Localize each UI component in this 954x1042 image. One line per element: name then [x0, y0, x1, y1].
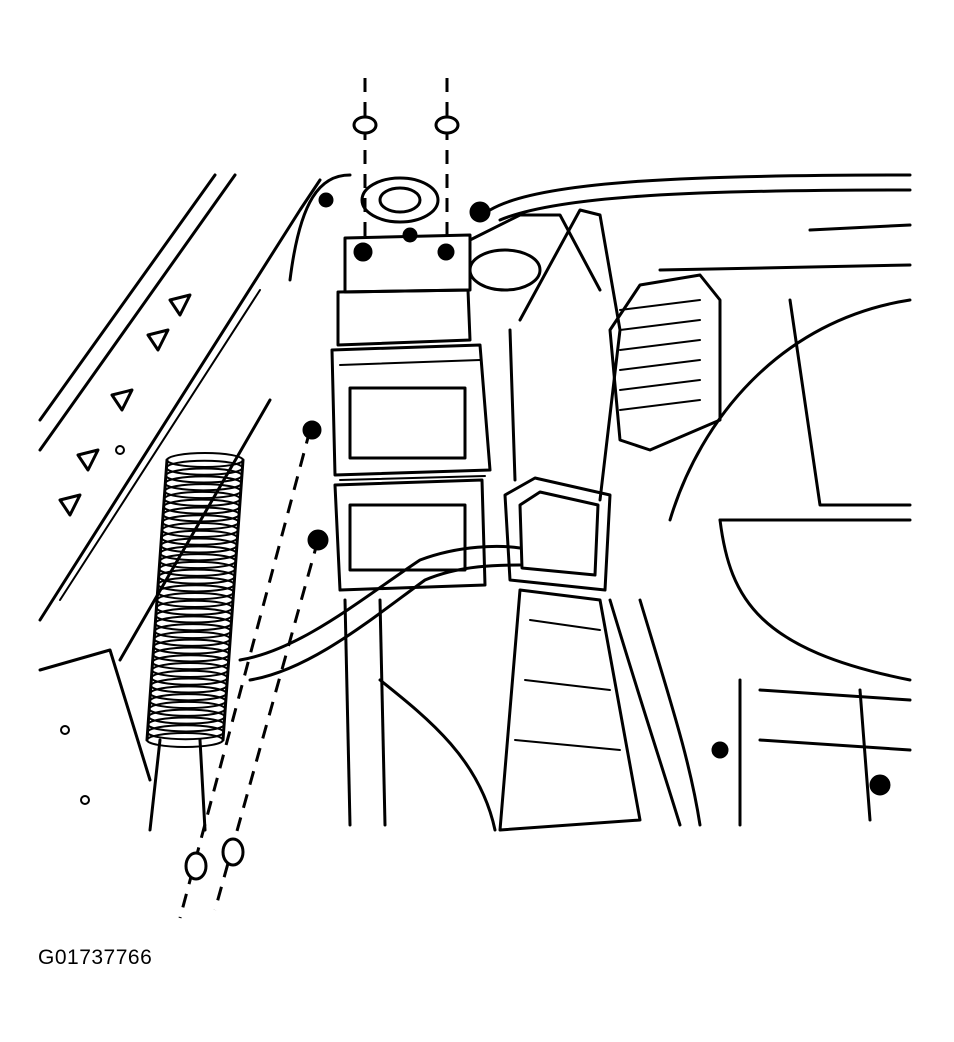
fastener-lower-left — [178, 429, 312, 919]
conduit-edge — [221, 458, 245, 742]
underhood-fuse-box — [302, 233, 492, 592]
harness-conduit — [145, 452, 245, 832]
conduit-edge — [145, 458, 169, 742]
lower-frame — [343, 598, 912, 832]
conduit-tail — [148, 738, 207, 832]
engine-alternator — [608, 223, 912, 682]
air-intake-duct — [508, 208, 622, 502]
figure-id-label: G01737766 — [38, 946, 153, 969]
fastener-upper-right — [434, 78, 460, 250]
strut-tower — [288, 173, 440, 282]
fastener-upper-left — [352, 78, 378, 250]
relay-connector-block — [498, 476, 702, 832]
fastener-lower-right — [213, 539, 320, 911]
coolant-reservoir — [468, 173, 912, 292]
